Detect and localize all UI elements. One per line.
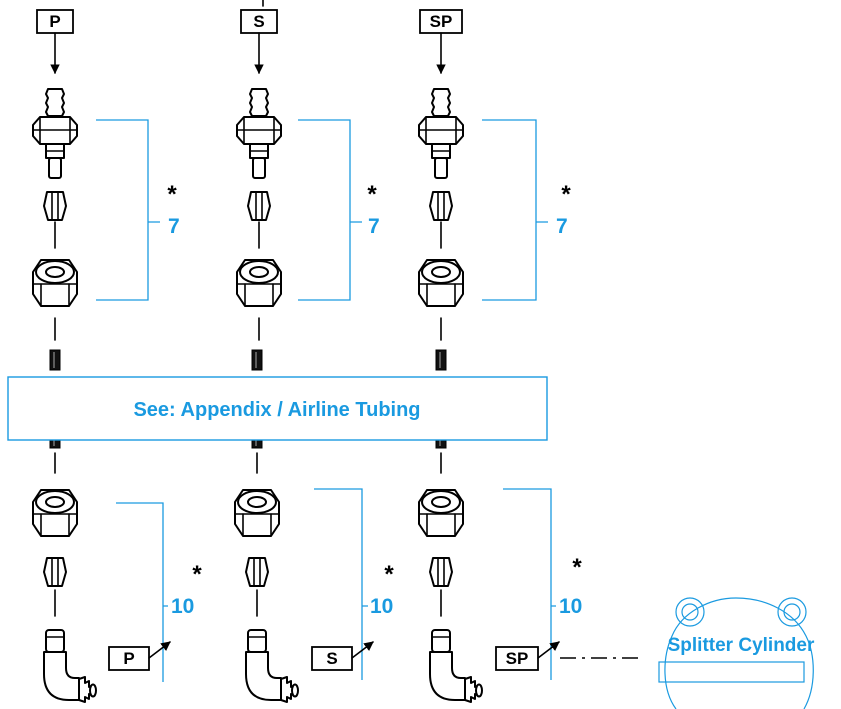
elbow-fitting-icon xyxy=(43,629,97,703)
flow-arrow-out-icon xyxy=(148,641,171,659)
column-s: S * 7 * 10 S xyxy=(234,9,394,703)
port-label: S xyxy=(326,649,337,668)
port-tag-bottom-p: P xyxy=(108,646,150,671)
port-label: SP xyxy=(506,649,529,668)
ferrule-icon xyxy=(245,557,269,587)
callout-bracket-upper xyxy=(298,119,362,301)
asterisk-marker: * xyxy=(384,561,394,588)
callout-lower: 10 xyxy=(171,595,194,618)
asterisk-marker: * xyxy=(192,561,202,588)
callout-bracket-lower xyxy=(116,502,168,682)
hex-nut-icon xyxy=(236,259,282,307)
hex-nut-icon xyxy=(234,489,280,537)
appendix-note[interactable]: See: Appendix / Airline Tubing xyxy=(7,376,548,441)
callout-bracket-lower xyxy=(314,488,368,680)
callout-bracket-lower xyxy=(503,488,556,680)
column-sp: SP * 7 * 10 SP xyxy=(418,9,582,703)
flow-arrow-out-icon xyxy=(351,641,374,659)
tubing-end-icon xyxy=(49,349,61,371)
cylinder-label-plate xyxy=(658,661,805,683)
callout-bracket-upper xyxy=(96,119,160,301)
hex-nut-icon xyxy=(418,259,464,307)
port-tag-top-p: P xyxy=(36,9,74,34)
callout-upper: 7 xyxy=(368,215,380,238)
port-label: P xyxy=(49,12,60,31)
mounting-ear-icon xyxy=(777,597,807,627)
hex-nut-icon xyxy=(418,489,464,537)
flow-arrow-out-icon xyxy=(537,641,560,659)
port-label: P xyxy=(123,649,134,668)
callout-upper: 7 xyxy=(168,215,180,238)
splitter-cylinder: Splitter Cylinder xyxy=(658,597,815,709)
mounting-ear-icon xyxy=(675,597,705,627)
asterisk-marker: * xyxy=(572,554,582,581)
elbow-fitting-icon xyxy=(429,629,483,703)
hex-nut-icon xyxy=(32,489,78,537)
ferrule-icon xyxy=(429,191,453,221)
elbow-fitting-icon xyxy=(245,629,299,703)
barbed-fitting-icon xyxy=(418,88,464,179)
ferrule-icon xyxy=(43,191,67,221)
port-label: S xyxy=(253,12,264,31)
ferrule-icon xyxy=(43,557,67,587)
port-tag-bottom-sp: SP xyxy=(495,646,539,671)
tubing-end-icon xyxy=(251,349,263,371)
tubing-end-icon xyxy=(435,349,447,371)
callout-lower: 10 xyxy=(559,595,582,618)
asterisk-marker: * xyxy=(367,181,377,208)
barbed-fitting-icon xyxy=(32,88,78,179)
appendix-note-text: See: Appendix / Airline Tubing xyxy=(133,399,420,421)
port-label: SP xyxy=(430,12,453,31)
callout-lower: 10 xyxy=(370,595,393,618)
cylinder-outline xyxy=(664,597,814,709)
ferrule-icon xyxy=(429,557,453,587)
port-tag-top-s: S xyxy=(240,9,278,34)
callout-upper: 7 xyxy=(556,215,568,238)
hex-nut-icon xyxy=(32,259,78,307)
port-tag-bottom-s: S xyxy=(311,646,353,671)
port-tag-top-sp: SP xyxy=(419,9,463,34)
column-p: P * 7 * 10 P xyxy=(32,9,202,703)
splitter-cylinder-label: Splitter Cylinder xyxy=(668,635,815,656)
ferrule-icon xyxy=(247,191,271,221)
barbed-fitting-icon xyxy=(236,88,282,179)
callout-bracket-upper xyxy=(482,119,548,301)
asterisk-marker: * xyxy=(167,181,177,208)
asterisk-marker: * xyxy=(561,181,571,208)
